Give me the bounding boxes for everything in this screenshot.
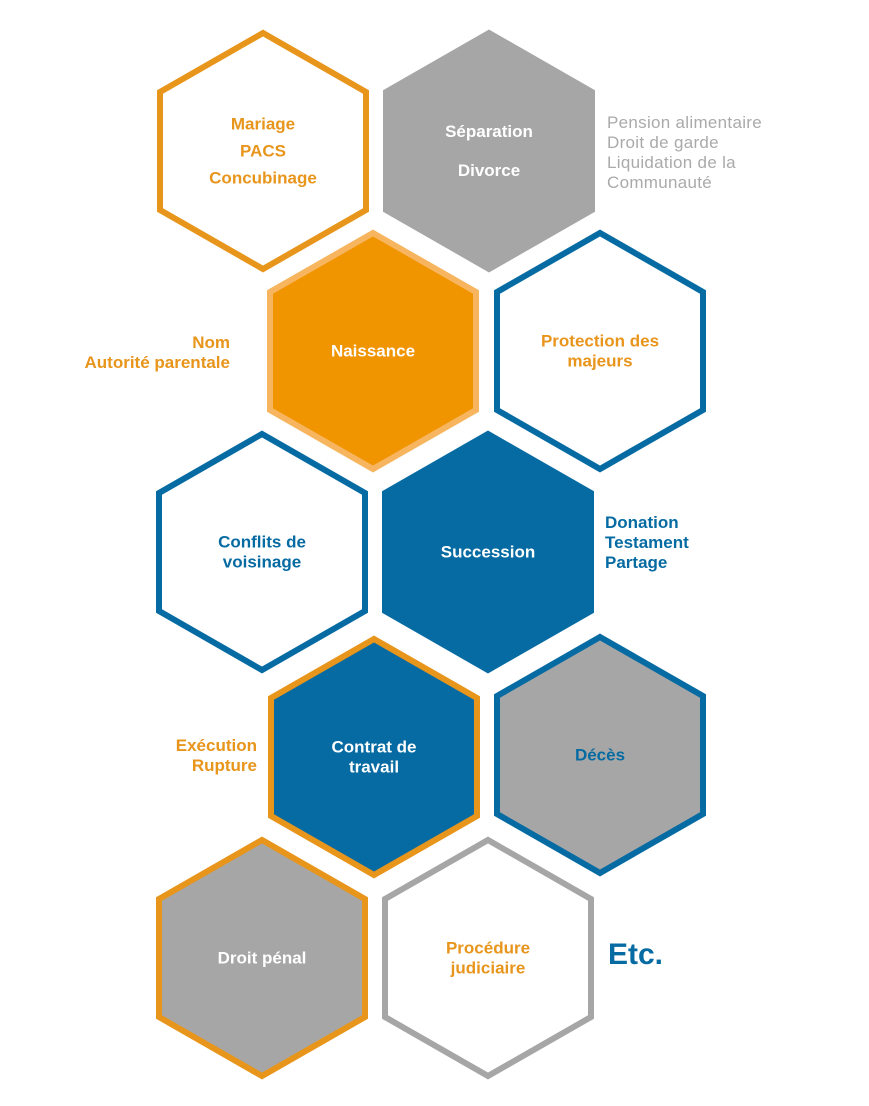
hexagon-label-mariage: Mariage	[231, 115, 295, 134]
hexagon-label-deces: Décès	[575, 746, 625, 765]
hexagon-label-penal: Droit pénal	[218, 949, 307, 968]
hexagon-label-conflits: voisinage	[223, 553, 301, 572]
side-label-line: Liquidation de la	[607, 153, 736, 172]
side-label-line: Exécution	[175, 736, 257, 755]
side-label-line: Nom	[192, 333, 230, 352]
hexagon-label-procedure: Procédure	[446, 939, 530, 958]
etc-label: Etc.	[608, 938, 664, 971]
side-label-line: Donation	[605, 513, 679, 532]
succession-side-label: Donation Testament Partage	[605, 513, 689, 573]
hexagon-deces: Décès	[494, 633, 706, 877]
hexagon-shape-deces	[494, 633, 706, 877]
hexagon-shape-separation	[383, 29, 595, 273]
hexagon-label-separation: Divorce	[458, 161, 520, 180]
hexagon-succession: Succession	[382, 430, 594, 674]
hexagon-label-naissance: Naissance	[331, 342, 415, 361]
hexagon-shape-succession	[382, 430, 594, 674]
contrat-side-label: Exécution Rupture	[100, 736, 257, 776]
hexagon-label-contrat: travail	[349, 758, 399, 777]
hexagon-label-procedure: judiciaire	[450, 959, 526, 978]
side-label-line: Testament	[605, 533, 689, 552]
side-label-line: Droit de garde	[607, 133, 719, 152]
hexagon-shape-conflits	[156, 430, 368, 674]
hexagon-label-mariage: PACS	[240, 142, 286, 161]
side-label-line: Autorité parentale	[84, 353, 230, 372]
side-label-line: Communauté	[607, 173, 713, 192]
hexagon-label-protection: Protection des	[541, 332, 659, 351]
side-label-line: Partage	[605, 553, 668, 572]
separation-side-label: Pension alimentaire Droit de garde Liqui…	[607, 113, 762, 193]
hexagon-shape-penal	[156, 836, 368, 1080]
hexagon-naissance: Naissance	[267, 229, 479, 473]
hexagon-label-conflits: Conflits de	[218, 533, 306, 552]
hexagon-shape-protection	[494, 229, 706, 473]
side-label-line: Rupture	[191, 756, 257, 775]
hexagon-shape-naissance	[267, 229, 479, 473]
hexagon-label-contrat: Contrat de	[332, 738, 417, 757]
hexagon-label-succession: Succession	[441, 543, 536, 562]
hexagon-label-mariage: Concubinage	[209, 169, 317, 188]
hexagon-shape-procedure	[382, 836, 594, 1080]
hexagon-label-separation: Séparation	[445, 122, 533, 141]
hexagon-label-protection: majeurs	[567, 352, 632, 371]
hexagon-penal: Droit pénal	[156, 836, 368, 1080]
hexagon-shape-mariage	[157, 29, 369, 273]
naissance-side-label: Nom Autorité parentale	[40, 333, 230, 373]
side-label-line: Pension alimentaire	[607, 113, 763, 132]
hexagon-shape-contrat	[268, 635, 480, 879]
